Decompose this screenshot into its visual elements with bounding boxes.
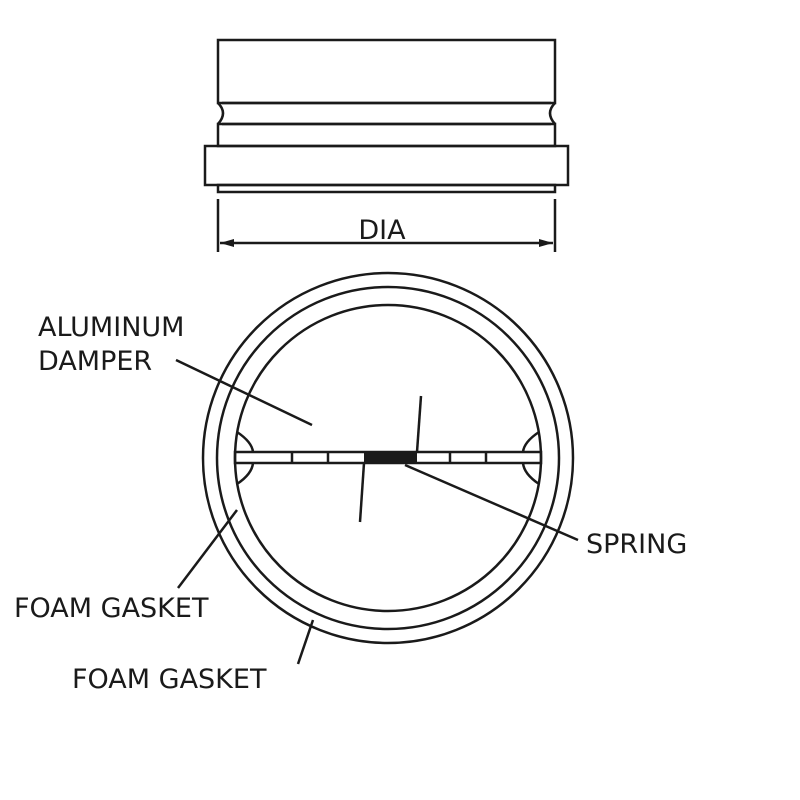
leader-lines: [175, 358, 579, 665]
spring-label: SPRING: [586, 529, 687, 560]
front-view: [201, 271, 575, 645]
hinge-brackets: [236, 430, 540, 486]
arrow-right-icon: [539, 239, 553, 247]
shaft-segments: [290, 452, 488, 463]
spring-leader: [404, 463, 579, 542]
outer-gasket-label: FOAM GASKET: [72, 664, 267, 695]
damper-leader: [175, 358, 313, 427]
dimension-line: [216, 199, 557, 252]
inner-gasket-label: FOAM GASKET: [14, 593, 209, 624]
damper-label-line1: ALUMINUM: [38, 312, 184, 343]
outer-gasket-leader: [296, 619, 315, 665]
damper-edge-lower: [358, 462, 366, 523]
spring-block: [364, 452, 417, 463]
damper-label-line2: DAMPER: [38, 346, 152, 377]
collar-flange: [203, 144, 570, 187]
collar-top: [216, 38, 557, 105]
inner-gasket-leader: [177, 509, 238, 589]
collar-circle: [215, 285, 561, 631]
outer-gasket-circle: [201, 271, 575, 645]
collar-bottom: [216, 183, 557, 194]
dimension-label: DIA: [358, 215, 406, 246]
damper-edge-upper: [415, 395, 423, 453]
collar-middle: [216, 122, 557, 148]
collar-groove: [217, 101, 556, 126]
side-view: DIA: [203, 38, 570, 252]
arrow-left-icon: [220, 239, 234, 247]
